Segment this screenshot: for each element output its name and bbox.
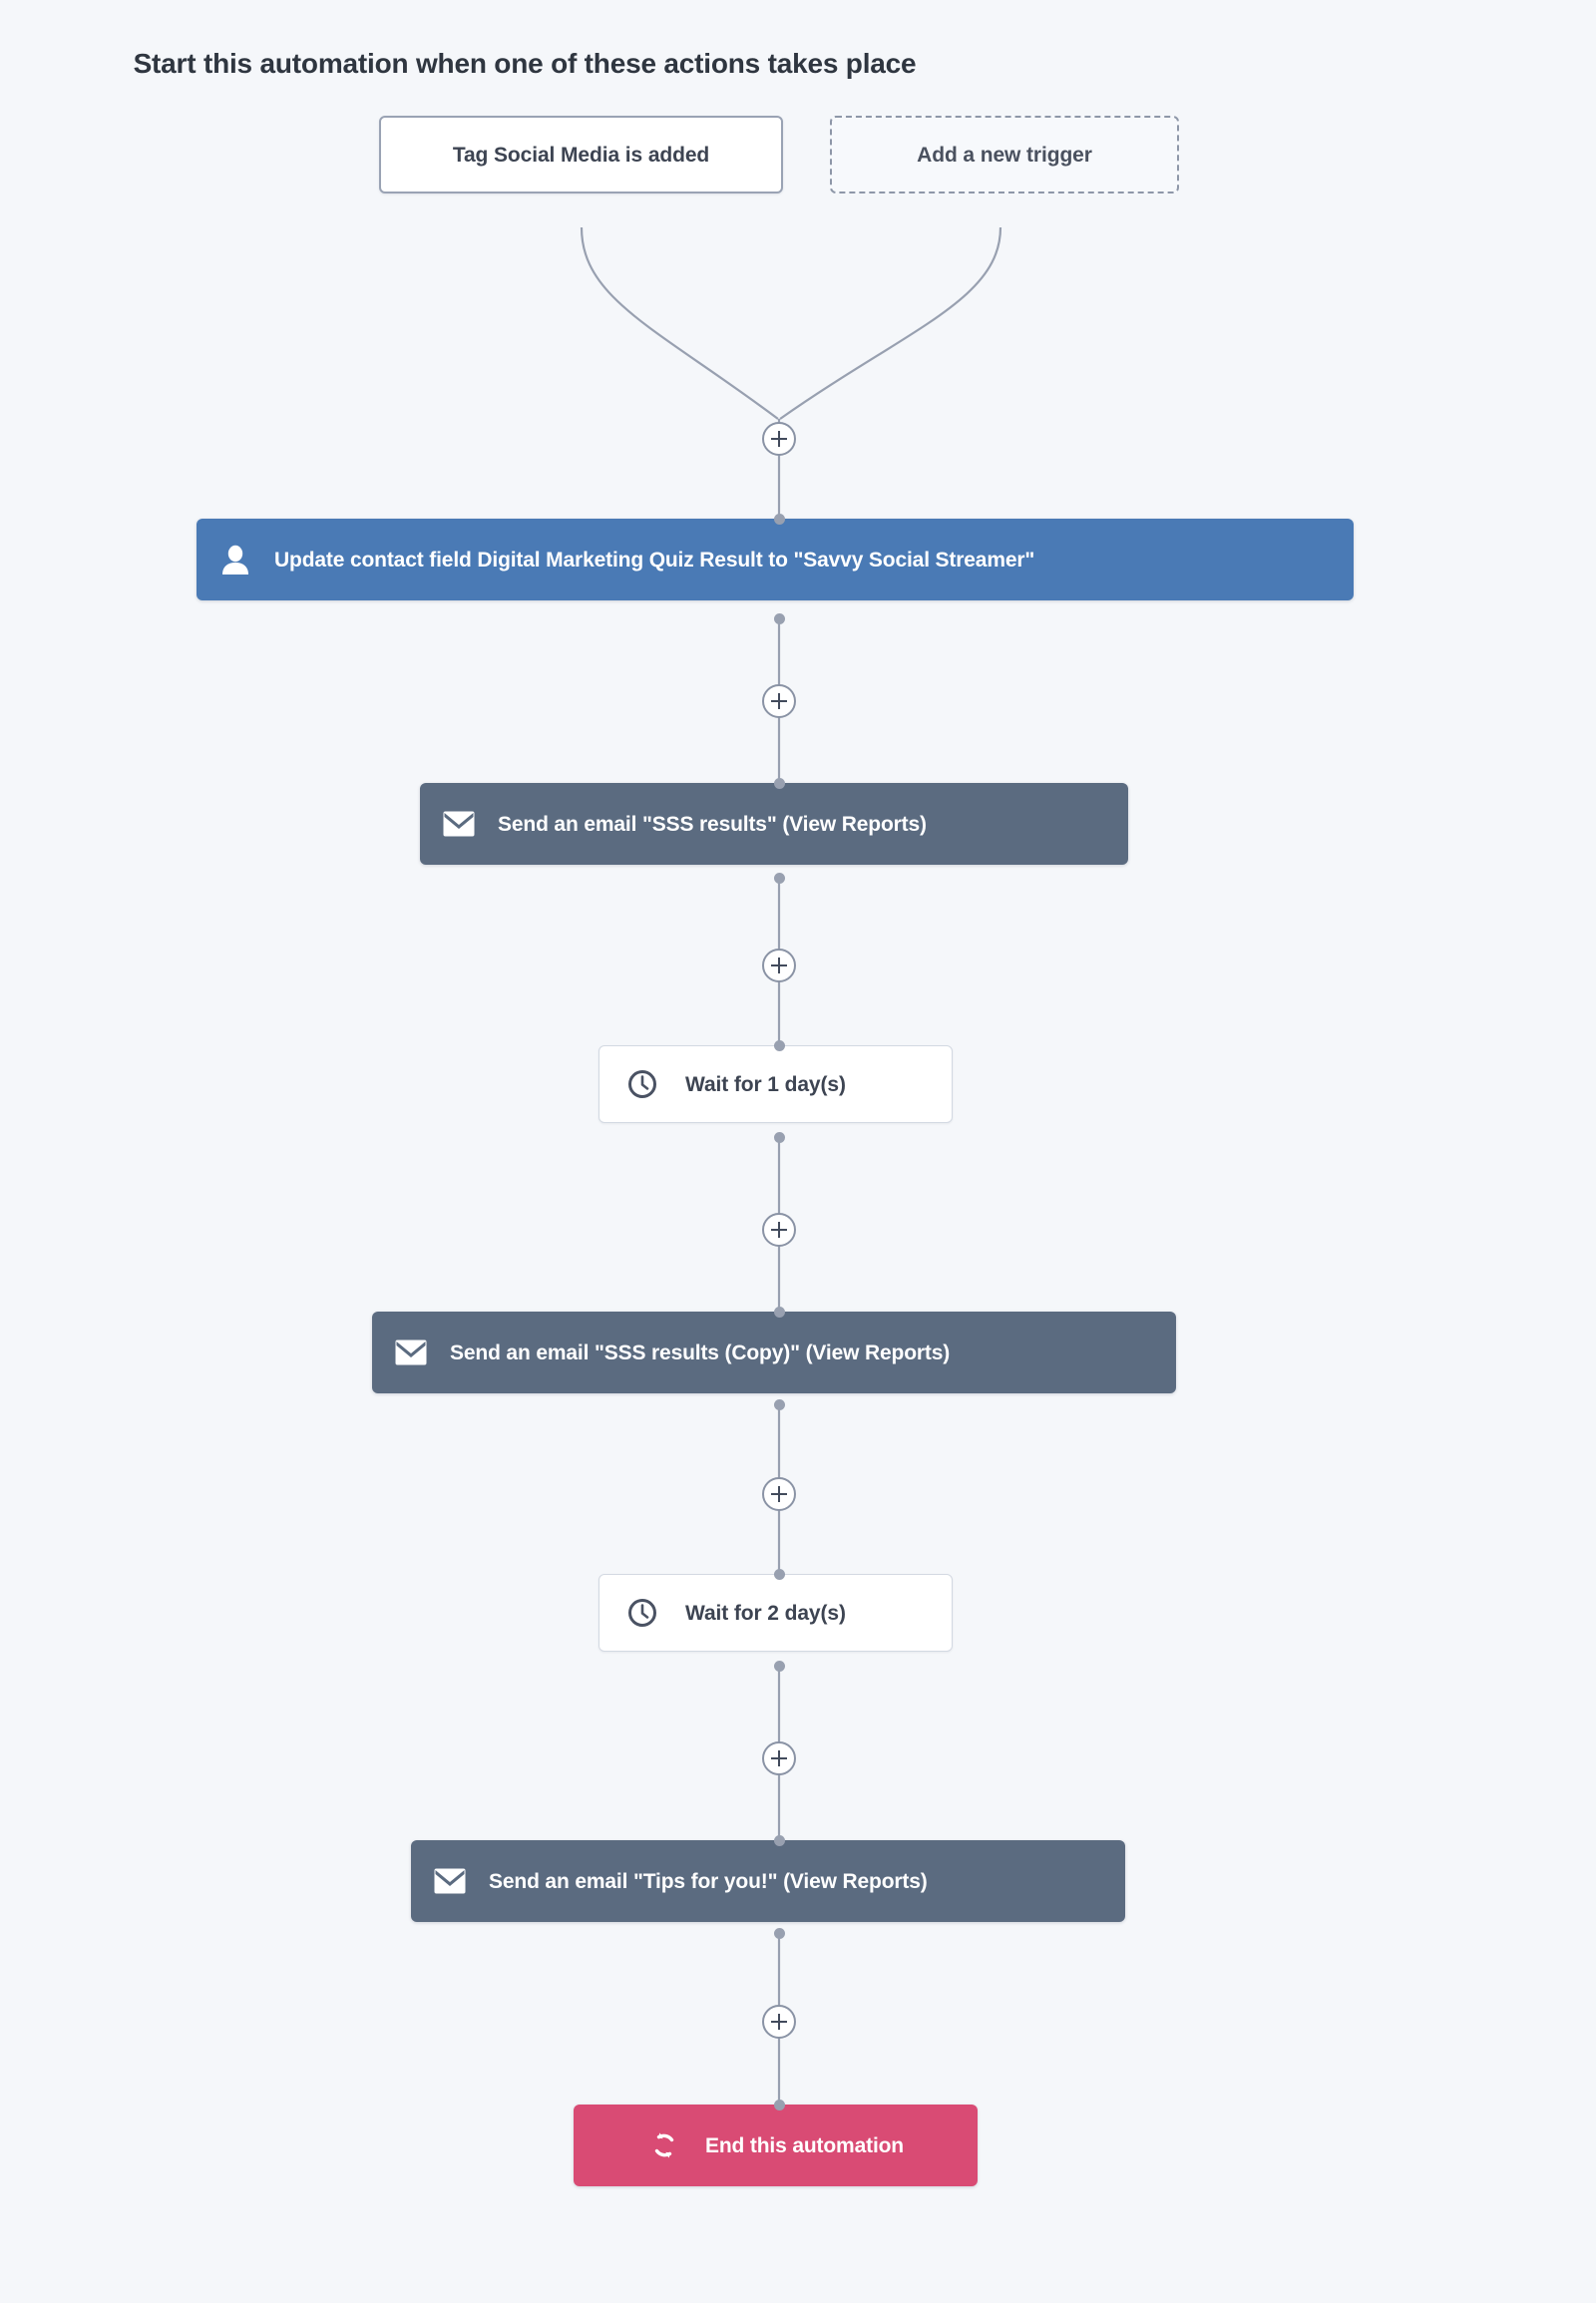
add-new-trigger-button[interactable]: Add a new trigger — [830, 116, 1179, 193]
add-step-button-after-wait-1-day[interactable] — [762, 1213, 796, 1247]
step-end-automation[interactable]: End this automation — [574, 2105, 978, 2186]
add-step-button-after-triggers[interactable] — [762, 422, 796, 456]
page-title: Start this automation when one of these … — [133, 48, 917, 79]
envelope-icon — [442, 807, 476, 841]
step-label: Send an email "SSS results" (View Report… — [498, 812, 927, 836]
contact-icon — [218, 543, 252, 576]
node-port — [773, 513, 785, 525]
step-update-contact-field[interactable]: Update contact field Digital Marketing Q… — [197, 519, 1354, 600]
step-label: End this automation — [705, 2133, 904, 2157]
node-port — [773, 1927, 785, 1939]
step-send-email-tips-for-you[interactable]: Send an email "Tips for you!" (View Repo… — [411, 1840, 1125, 1922]
node-port — [773, 1568, 785, 1580]
envelope-icon — [394, 1336, 428, 1369]
add-step-button-after-wait-2-days[interactable] — [762, 1741, 796, 1775]
step-label: Update contact field Digital Marketing Q… — [274, 548, 1035, 572]
add-step-button-after-send-email-sss-results-copy[interactable] — [762, 1477, 796, 1511]
step-label: Wait for 1 day(s) — [685, 1072, 846, 1096]
step-send-email-sss-results[interactable]: Send an email "SSS results" (View Report… — [420, 783, 1128, 865]
envelope-icon — [433, 1864, 467, 1898]
node-port — [773, 1306, 785, 1318]
clock-icon — [625, 1596, 659, 1630]
trigger-label: Tag Social Media is added — [452, 143, 710, 167]
step-wait-1-day[interactable]: Wait for 1 day(s) — [598, 1045, 953, 1123]
trigger-tag-social-media-is-added[interactable]: Tag Social Media is added — [379, 116, 783, 193]
step-label: Send an email "Tips for you!" (View Repo… — [489, 1869, 928, 1893]
add-trigger-label: Add a new trigger — [917, 143, 1092, 167]
node-port — [773, 1398, 785, 1410]
node-port — [773, 1039, 785, 1051]
node-port — [773, 1660, 785, 1672]
node-port — [773, 777, 785, 789]
add-step-button-after-send-email-sss-results[interactable] — [762, 949, 796, 982]
add-step-button-after-update-contact-field[interactable] — [762, 684, 796, 718]
node-port — [773, 872, 785, 884]
node-port — [773, 1131, 785, 1143]
step-label: Wait for 2 day(s) — [685, 1601, 846, 1625]
step-label: Send an email "SSS results (Copy)" (View… — [450, 1341, 951, 1364]
step-wait-2-days[interactable]: Wait for 2 day(s) — [598, 1574, 953, 1652]
step-send-email-sss-results-copy[interactable]: Send an email "SSS results (Copy)" (View… — [372, 1312, 1176, 1393]
clock-icon — [625, 1067, 659, 1101]
node-port — [773, 612, 785, 624]
node-port — [773, 2099, 785, 2111]
loop-icon — [647, 2128, 681, 2162]
add-step-button-after-send-email-tips-for-you[interactable] — [762, 2005, 796, 2039]
node-port — [773, 1834, 785, 1846]
